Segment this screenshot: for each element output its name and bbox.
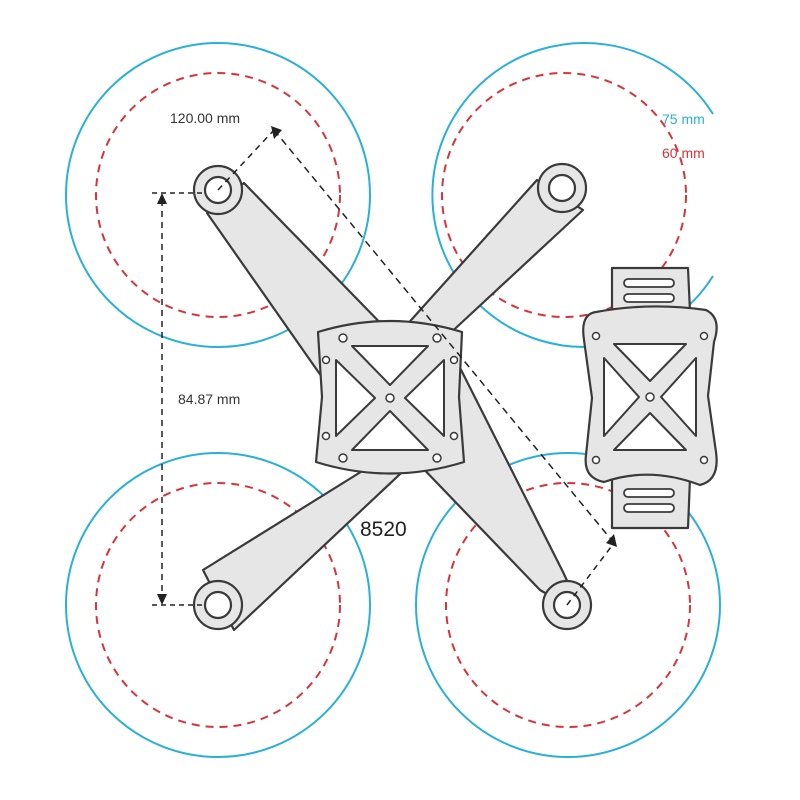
frame-screw-holes <box>321 333 459 463</box>
screw-hole <box>321 355 331 365</box>
prop-inner-size-label: 60 mm <box>662 145 705 161</box>
motor-diagonal-dimension <box>217 126 617 606</box>
frame-model-label: 8520 <box>360 518 407 541</box>
motor-diagonal-label: 120.00 mm <box>170 110 241 126</box>
motor-spacing-dimension <box>152 192 205 606</box>
arrowhead-start <box>271 126 282 139</box>
frame-cutout-right <box>404 359 445 437</box>
screw-hole <box>449 355 459 365</box>
diagonal-leader-start <box>217 129 275 191</box>
prop-outer-circle-top-left <box>65 42 371 348</box>
frame-cutouts <box>335 345 445 451</box>
arrowhead-bottom <box>157 594 167 605</box>
prop-inner-circle-bottom-right <box>445 482 691 728</box>
frame-cutout-bottom <box>351 410 429 451</box>
screw-hole <box>449 431 459 441</box>
prop-outer-size-label: 75 mm <box>662 111 705 127</box>
frame-cutout-left <box>335 359 376 437</box>
screw-hole <box>338 333 348 343</box>
prop-outer-circle-bottom-left <box>65 452 371 758</box>
side-plate-slots <box>623 278 675 513</box>
main-frame <box>192 162 593 632</box>
prop-inner-circles <box>95 72 691 728</box>
diagonal-dimension-line <box>273 129 615 544</box>
prop-inner-circle-top-right <box>441 72 687 318</box>
motor-hole-top-right <box>547 173 577 203</box>
prop-inner-circle-top-left <box>95 72 341 318</box>
side-plate <box>582 266 718 530</box>
frame-cutout-top <box>351 345 429 386</box>
screw-hole <box>432 333 442 343</box>
screw-hole <box>338 453 348 463</box>
screw-hole <box>385 393 395 403</box>
motor-spacing-label: 84.87 mm <box>178 391 241 407</box>
motor-hole-bottom-left <box>203 590 233 620</box>
prop-inner-circle-bottom-left <box>95 482 341 728</box>
prop-outer-circles <box>65 42 721 758</box>
arrowhead-end <box>606 534 617 547</box>
side-plate-cutouts <box>603 343 697 451</box>
diagonal-leader-end <box>566 542 615 606</box>
screw-hole <box>321 431 331 441</box>
dimension-lines <box>152 126 617 606</box>
screw-hole <box>432 453 442 463</box>
arrowhead-top <box>157 193 167 204</box>
prop-outer-circle-bottom-right <box>415 452 721 758</box>
